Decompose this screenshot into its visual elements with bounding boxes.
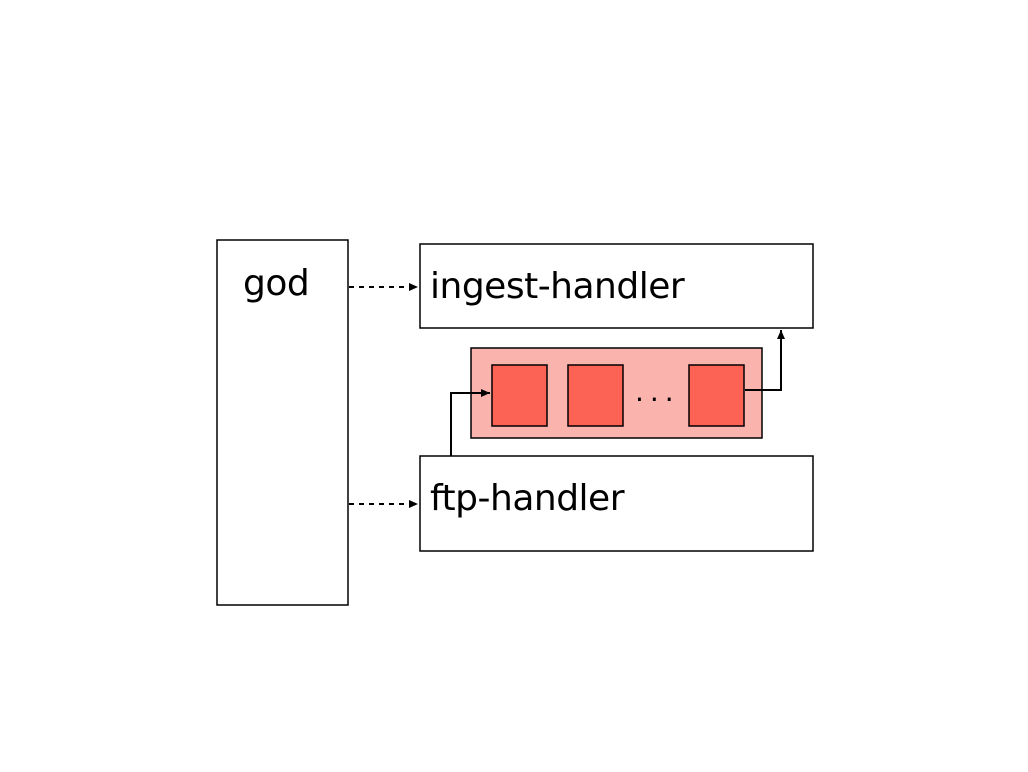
god-label: god (243, 263, 310, 304)
edge-queue-to-ingest-handler (745, 330, 785, 391)
queue-item (491, 364, 548, 427)
queue-item (688, 364, 745, 427)
queue-item (567, 364, 624, 427)
god-box (216, 239, 349, 606)
ftp-handler-box (419, 455, 814, 552)
ingest-handler-label: ingest-handler (430, 266, 685, 307)
ftp-handler-label: ftp-handler (430, 478, 625, 519)
edge-ftp-handler-to-queue (450, 389, 490, 456)
queue-ellipsis: ... (635, 375, 680, 408)
ingest-handler-box (419, 243, 814, 329)
